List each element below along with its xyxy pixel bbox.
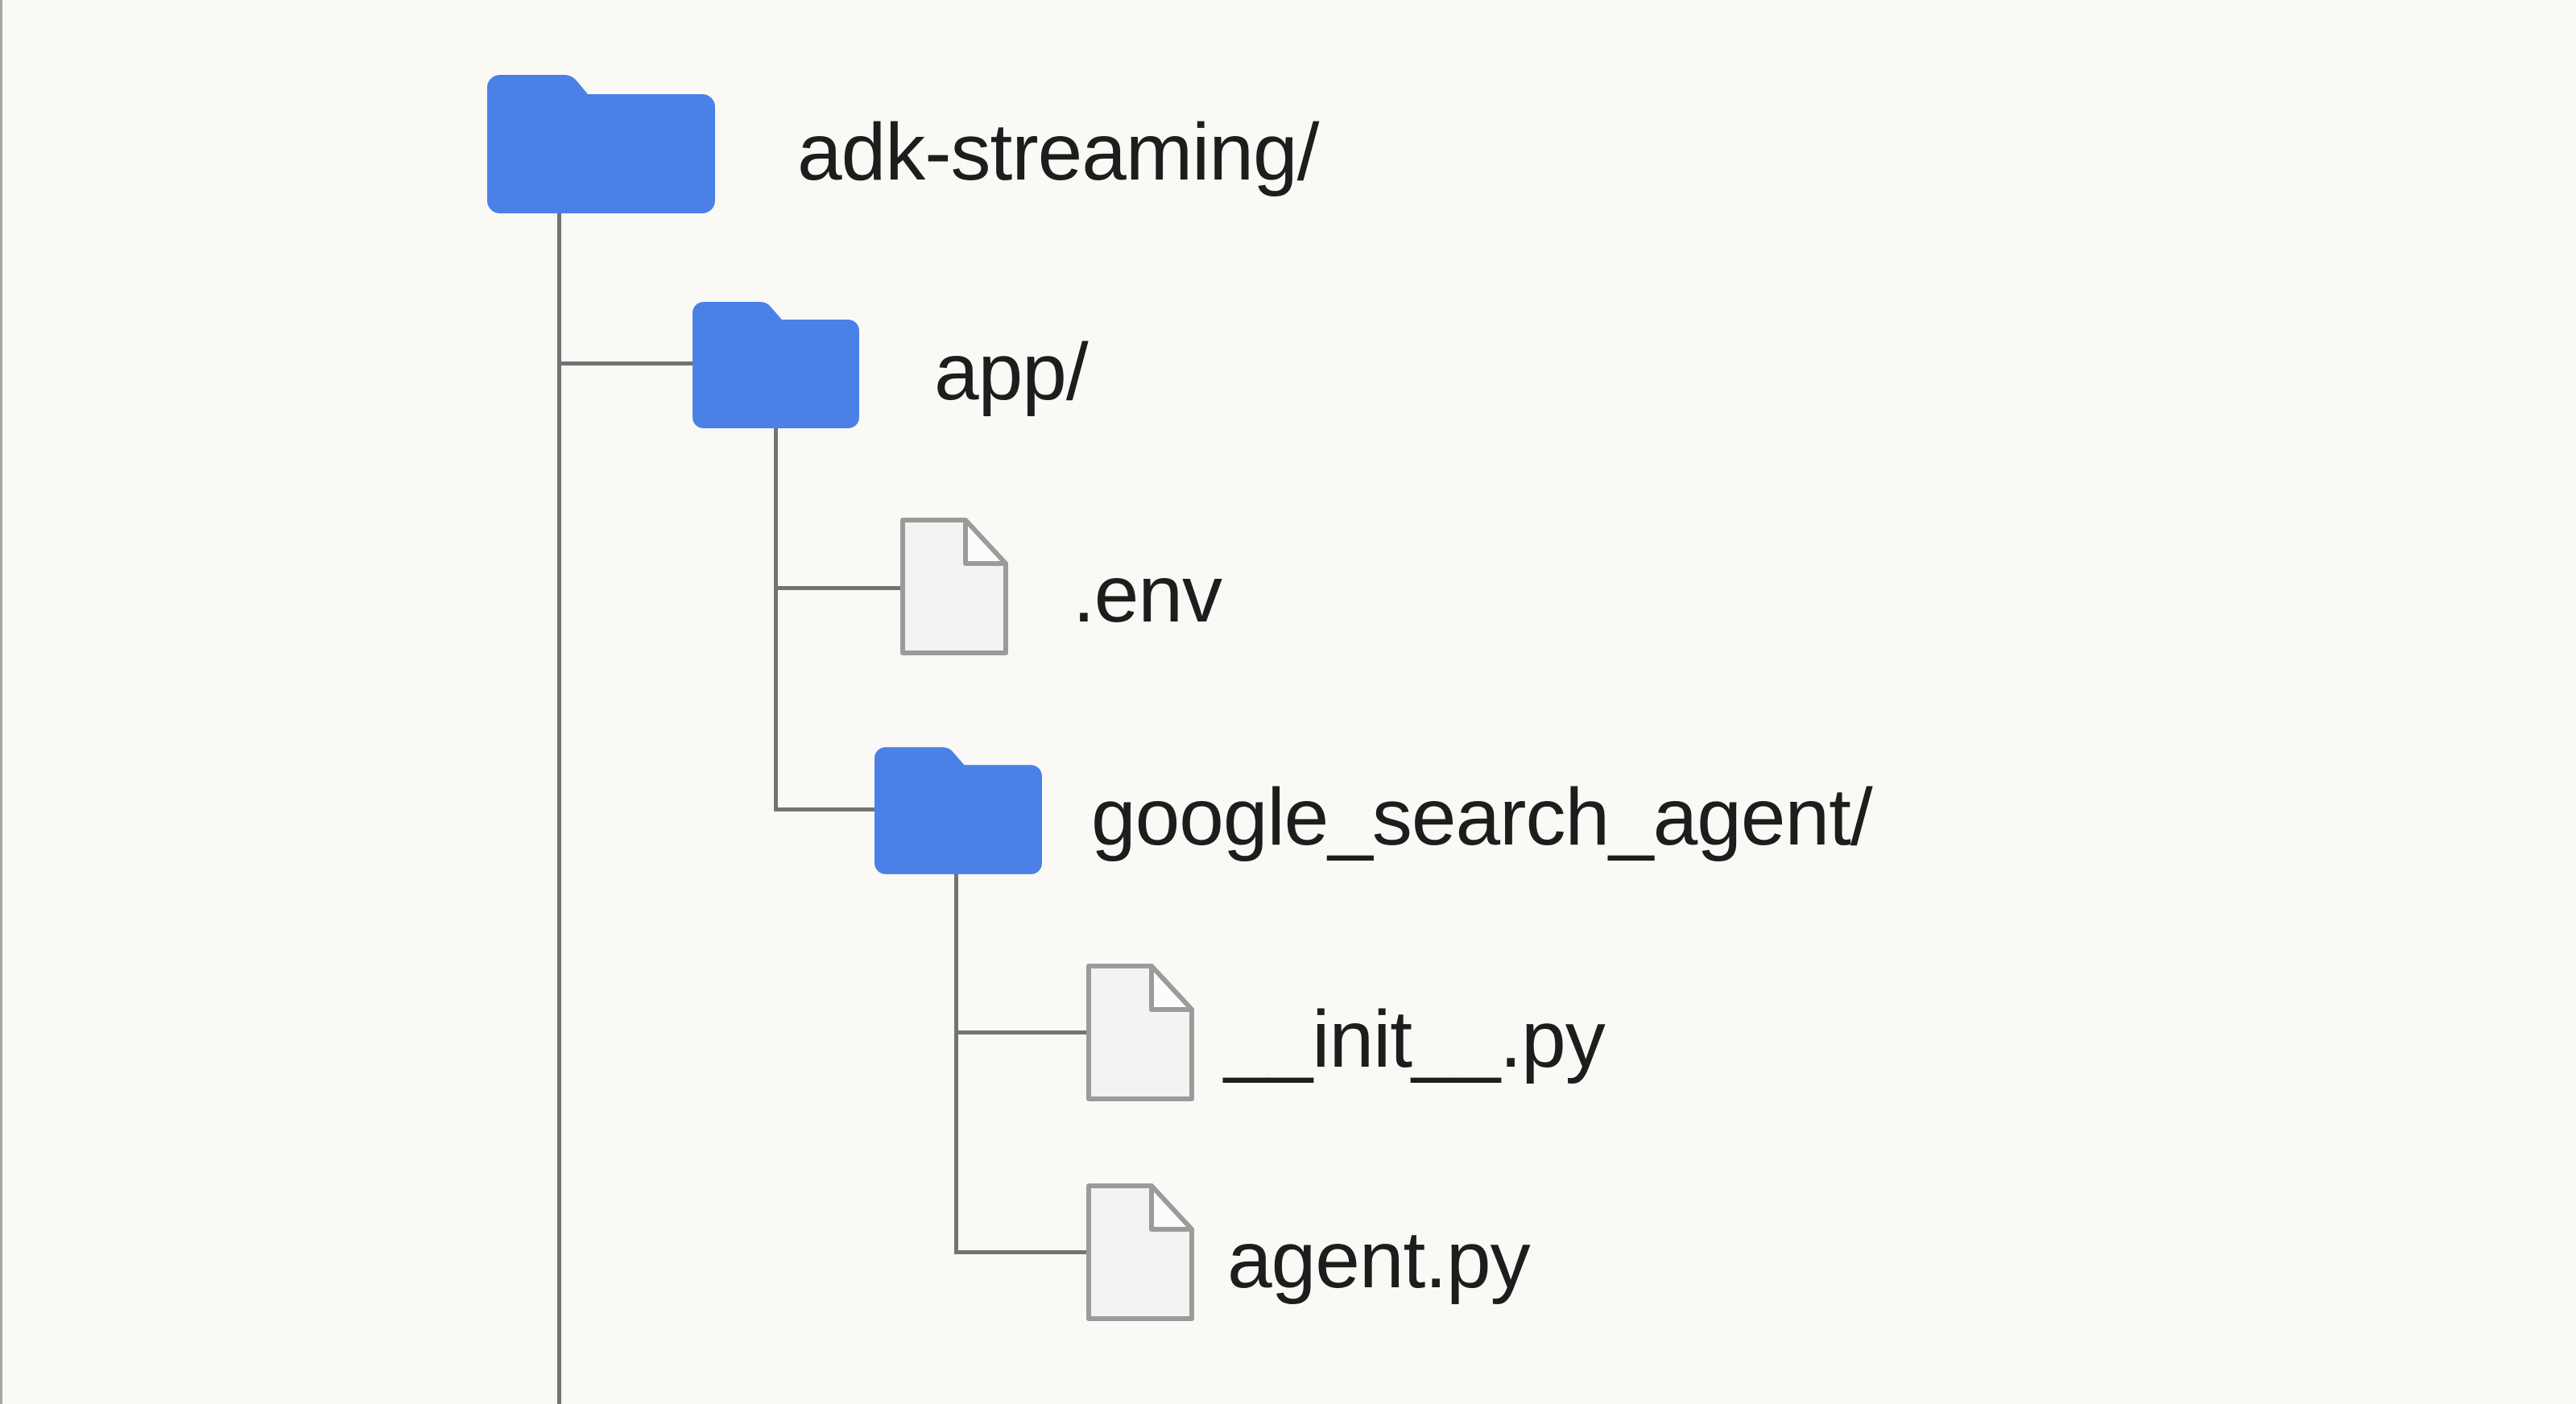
tree-node-label-adk-streaming: adk-streaming/ xyxy=(797,106,1319,197)
connector-app-vertical xyxy=(774,425,778,811)
folder-icon-app xyxy=(693,302,859,428)
connector-app-branch xyxy=(557,361,693,365)
folder-icon-adk-streaming xyxy=(487,75,715,213)
connector-google-agent-branch xyxy=(774,807,875,811)
tree-node-label-env: .env xyxy=(1073,548,1222,639)
tree-node-label-google-search-agent: google_search_agent/ xyxy=(1091,771,1873,862)
tree-node-label-agent-py: agent.py xyxy=(1227,1214,1531,1305)
connector-google-agent-vertical xyxy=(954,873,958,1254)
file-icon-env xyxy=(900,518,1008,655)
connector-root-vertical xyxy=(557,210,561,1404)
image-left-border xyxy=(0,0,2,1404)
tree-node-label-app: app/ xyxy=(934,326,1089,417)
connector-agent-branch xyxy=(954,1250,1086,1254)
tree-node-label-init-py: __init__.py xyxy=(1224,993,1606,1084)
file-icon-init-py xyxy=(1086,964,1194,1101)
file-icon-agent-py xyxy=(1086,1183,1194,1321)
folder-icon-google-search-agent xyxy=(875,747,1042,874)
connector-env-branch xyxy=(774,586,900,590)
connector-init-branch xyxy=(954,1030,1086,1034)
